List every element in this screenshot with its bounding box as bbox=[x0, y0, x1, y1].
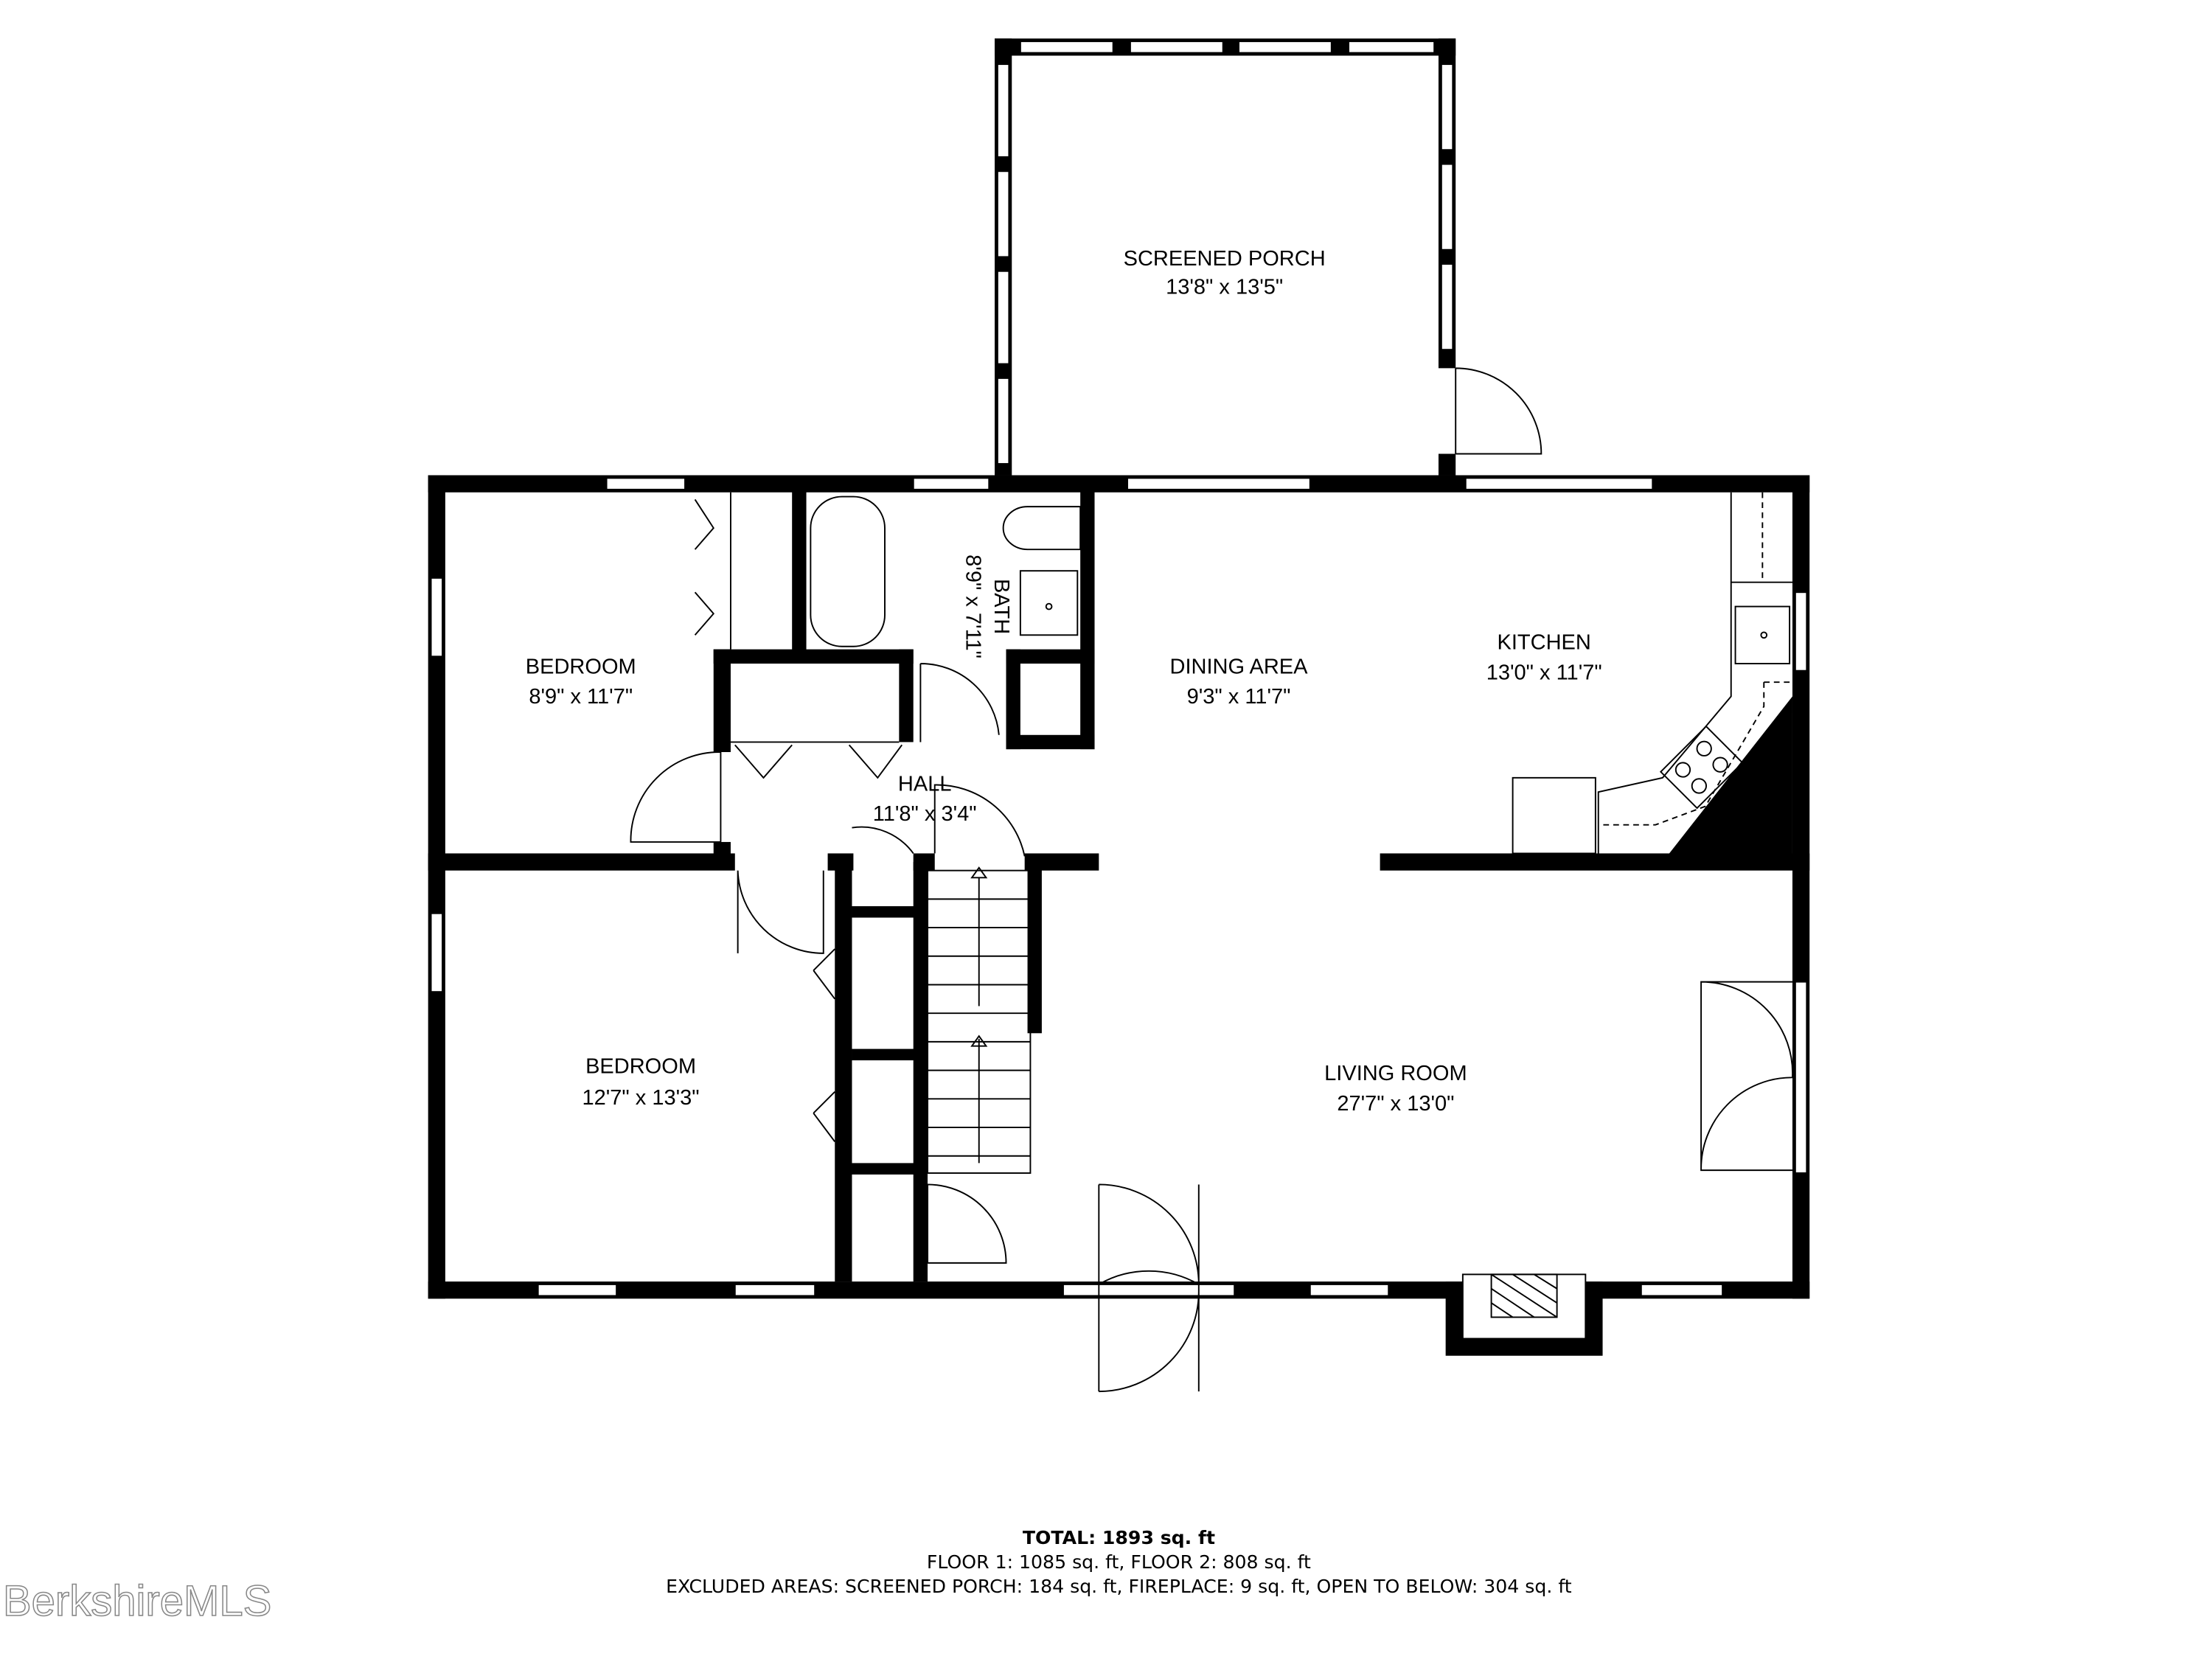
dining-area-dims: 9'3" x 11'7" bbox=[1187, 685, 1291, 709]
hall-label: HALL bbox=[898, 772, 952, 796]
screened-porch-walls bbox=[995, 38, 1543, 476]
bedroom-2-dims: 12'7" x 13'3" bbox=[582, 1086, 699, 1110]
stairs bbox=[927, 866, 1032, 1174]
fireplace bbox=[1445, 1273, 1603, 1356]
living-room-dims: 27'7" x 13'0" bbox=[1337, 1092, 1454, 1116]
interior-walls bbox=[428, 489, 1810, 1282]
living-room-label: LIVING ROOM bbox=[1324, 1062, 1467, 1085]
bath-label: BATH bbox=[990, 579, 1013, 634]
bedroom-1-label: BEDROOM bbox=[526, 655, 636, 679]
hall-dims: 11'8" x 3'4" bbox=[873, 802, 977, 826]
bedroom-1-dims: 8'9" x 11'7" bbox=[529, 685, 633, 709]
bath-fixtures bbox=[810, 495, 1082, 647]
screened-porch-label: SCREENED PORCH bbox=[1124, 247, 1326, 271]
excluded-areas: EXCLUDED AREAS: SCREENED PORCH: 184 sq. … bbox=[666, 1576, 1572, 1597]
bedroom-2-label: BEDROOM bbox=[585, 1054, 696, 1078]
watermark-logo: BerkshireMLS bbox=[3, 1577, 272, 1625]
kitchen-label: KITCHEN bbox=[1498, 631, 1591, 655]
floor-areas: FLOOR 1: 1085 sq. ft, FLOOR 2: 808 sq. f… bbox=[927, 1551, 1311, 1573]
kitchen-fixtures bbox=[1512, 492, 1792, 857]
screened-porch-dims: 13'8" x 13'5" bbox=[1166, 276, 1283, 299]
kitchen-dims: 13'0" x 11'7" bbox=[1486, 661, 1602, 684]
exterior-walls bbox=[428, 475, 1810, 1393]
total-area: TOTAL: 1893 sq. ft bbox=[1023, 1527, 1215, 1548]
dining-area-label: DINING AREA bbox=[1169, 655, 1308, 679]
bath-dims: 8'9" x 7'11" bbox=[961, 554, 984, 658]
